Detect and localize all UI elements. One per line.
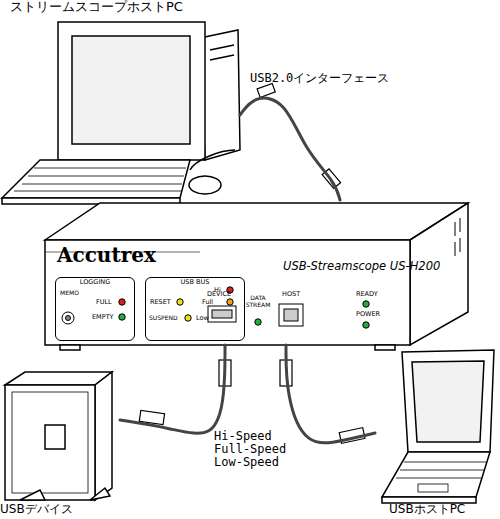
streamscope-unit-shape (45, 240, 410, 345)
desktop-pc-shape (14, 191, 181, 192)
usb-drive (5, 372, 112, 500)
streamscope-unit-shape (455, 222, 456, 236)
indicator-label: POWER (356, 311, 380, 318)
front-panel-part-shape (363, 322, 369, 328)
usb-plug (257, 84, 341, 189)
node-heading: USBデバイス (0, 503, 73, 516)
front-panel-part-shape (177, 299, 183, 305)
front-panel-part-shape (279, 304, 303, 326)
panel-title: LOGGING (56, 279, 134, 286)
usb-plug-shape (219, 360, 231, 386)
laptop-pc-shape (400, 470, 484, 471)
desktop-pc-shape (28, 176, 184, 177)
desktop-pc-shape (200, 30, 240, 160)
laptop-pc-shape (404, 462, 486, 463)
laptop-pc-shape (412, 361, 484, 442)
streamscope-unit-shape (375, 345, 395, 350)
indicator-label: Full (202, 299, 213, 306)
usb-device: USBデバイス (0, 368, 120, 519)
usb-drive-shape (5, 372, 112, 385)
desktop-pc (2, 22, 240, 204)
desktop-pc-shape (58, 22, 205, 160)
front-panel-part-shape (212, 310, 232, 318)
usb-drive-shape (90, 488, 110, 500)
laptop-pc-shape (396, 478, 481, 479)
node-heading: USBホストPC (389, 503, 465, 516)
panel-title: USB BUS (146, 279, 244, 286)
front-panel-part-shape (284, 309, 298, 321)
usb-plug-shape (280, 360, 292, 386)
brand-name: Accutrex (57, 245, 156, 266)
usb-drive-shape (12, 392, 88, 493)
desktop-pc-shape (210, 55, 234, 60)
front-panel-part-shape (363, 301, 369, 307)
streamscope-device: AccutrexUSB-Streamscope US-H200LOGGING ME… (45, 200, 470, 345)
usb-drive-shape (20, 490, 45, 500)
usb-cable (240, 98, 340, 200)
usb-plug-shape (257, 84, 275, 98)
indicator-label: SUSPEND (149, 315, 178, 321)
laptop-pc (382, 350, 494, 503)
indicator-label: DATA STREAM (243, 295, 273, 308)
desktop-pc-shape (190, 150, 235, 170)
logging-panel: LOGGING MEMO FULL EMPTY (55, 277, 135, 341)
usb-plug-shape (322, 169, 340, 189)
streamscope-unit-shape (410, 203, 468, 345)
front-panel-part-shape (119, 299, 125, 305)
front-panel-part-shape (227, 299, 233, 305)
speed-note: Hi-Speed Full-Speed Low-Speed (214, 430, 300, 470)
port-label: DEVICE (207, 291, 231, 298)
indicator-label: Low (196, 315, 209, 322)
indicator-label: FULL (96, 299, 112, 306)
front-panel-part-shape (62, 312, 74, 324)
streamscope-unit-shape (460, 238, 461, 252)
indicator-label: RESET (150, 299, 171, 306)
front-panel-part-shape (255, 319, 261, 325)
streamscope-unit-shape (60, 345, 80, 350)
usb-host-pc: USBホストPC (375, 345, 500, 519)
indicator-label: MEMO (60, 290, 79, 296)
indicator-label: READY (356, 291, 378, 298)
usb-drive-shape (5, 385, 95, 500)
desktop-pc-shape (22, 184, 182, 185)
usb-cable (286, 345, 375, 443)
front-panel-part-shape (185, 315, 191, 321)
port-label: HOST (282, 291, 300, 298)
streamscope-unit (45, 203, 468, 350)
usb-plug-shape (339, 428, 365, 444)
streamscope-unit-shape (460, 218, 461, 232)
front-panel-part-shape (119, 314, 125, 320)
streamscope-unit-shape (455, 242, 456, 256)
desktop-pc-shape (34, 168, 186, 169)
host-pc: ストリームスコープホストPC (0, 0, 240, 190)
desktop-pc-shape (72, 36, 190, 144)
laptop-pc-shape (402, 350, 494, 452)
cable-label: USB2.0インターフェース (250, 72, 389, 85)
desktop-pc-shape (210, 45, 234, 50)
front-panel-part (62, 287, 369, 328)
front-panel-part-shape (208, 306, 236, 322)
desktop-pc-shape (2, 160, 190, 198)
laptop-pc-shape (418, 484, 448, 492)
node-heading: ストリームスコープホストPC (10, 0, 183, 14)
desktop-pc-shape (189, 176, 221, 194)
laptop-pc-shape (382, 452, 490, 497)
streamscope-unit-shape (45, 203, 468, 240)
usb-bus-panel: USB BUSHiRESETFullSUSPENDLow (145, 277, 245, 341)
usb-drive-shape (95, 372, 112, 500)
usb-cable (120, 345, 225, 433)
indicator-label: EMPTY (92, 314, 114, 321)
front-panel-part-shape (66, 316, 71, 321)
usb-drive-shape (45, 425, 65, 449)
usb-plug-shape (139, 410, 164, 424)
model-name: USB-Streamscope US-H200 (283, 260, 440, 272)
